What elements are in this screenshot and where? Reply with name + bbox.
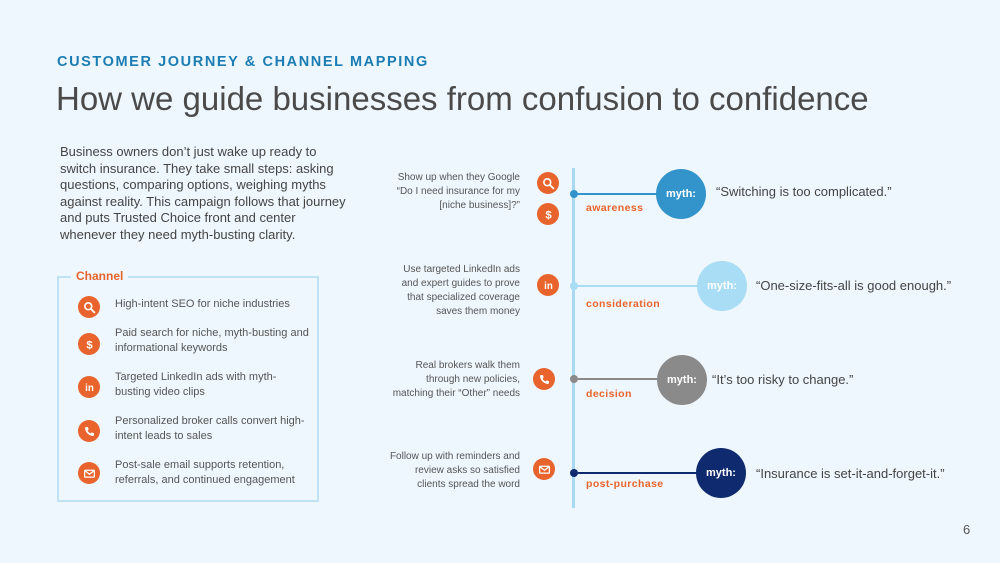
timeline-connector-consideration bbox=[578, 285, 698, 287]
page-number: 6 bbox=[963, 522, 971, 537]
svg-text:in: in bbox=[85, 383, 94, 394]
myth-badge-awareness: myth: bbox=[656, 169, 706, 219]
journey-step-decision: Real brokers walk them through new polic… bbox=[392, 360, 520, 399]
email-icon bbox=[78, 462, 100, 484]
myth-badge-post-purchase: myth: bbox=[696, 448, 746, 498]
channel-item-broker-calls: Personalized broker calls convert high-i… bbox=[115, 415, 305, 442]
dollar-icon: $ bbox=[537, 203, 559, 225]
svg-text:$: $ bbox=[545, 209, 552, 220]
timeline-dot-decision bbox=[570, 375, 578, 383]
timeline-dot-post-purchase bbox=[570, 469, 578, 477]
page-title: How we guide businesses from confusion t… bbox=[56, 80, 869, 117]
dollar-icon: $ bbox=[78, 333, 100, 355]
linkedin-icon: in bbox=[537, 274, 559, 296]
channel-item-linkedin: Targeted LinkedIn ads with myth-busting … bbox=[115, 371, 277, 398]
myth-quote-awareness: “Switching is too complicated.” bbox=[716, 184, 892, 199]
channel-box bbox=[57, 276, 319, 502]
phone-icon bbox=[533, 368, 555, 390]
timeline-dot-awareness bbox=[570, 190, 578, 198]
search-icon bbox=[537, 172, 559, 194]
timeline-connector-post-purchase bbox=[578, 472, 698, 474]
journey-step-post-purchase: Follow up with reminders and review asks… bbox=[389, 451, 520, 490]
channel-item-seo: High-intent SEO for niche industries bbox=[115, 298, 290, 310]
timeline-connector-awareness bbox=[578, 193, 658, 195]
myth-badge-consideration: myth: bbox=[697, 261, 747, 311]
myth-quote-consideration: “One-size-fits-all is good enough.” bbox=[756, 278, 952, 293]
channel-item-email: Post-sale email supports retention, refe… bbox=[115, 459, 295, 486]
journey-step-awareness: Show up when they Google “Do I need insu… bbox=[396, 172, 520, 211]
myth-badge-decision: myth: bbox=[657, 355, 707, 405]
channel-label: Channel bbox=[71, 269, 129, 283]
channel-item-paid-search: Paid search for niche, myth-busting and … bbox=[115, 327, 309, 354]
stage-label-consideration: consideration bbox=[586, 298, 661, 310]
svg-text:$: $ bbox=[86, 339, 93, 350]
email-icon bbox=[533, 458, 555, 480]
journey-timeline-line bbox=[572, 168, 575, 508]
section-kicker: CUSTOMER JOURNEY & CHANNEL MAPPING bbox=[57, 54, 429, 70]
stage-label-decision: decision bbox=[586, 388, 632, 400]
stage-label-awareness: awareness bbox=[586, 202, 644, 214]
timeline-dot-consideration bbox=[570, 282, 578, 290]
linkedin-icon: in bbox=[78, 376, 100, 398]
search-icon bbox=[78, 296, 100, 318]
svg-text:in: in bbox=[544, 281, 553, 292]
myth-quote-decision: “It’s too risky to change.” bbox=[712, 372, 854, 387]
stage-label-post-purchase: post-purchase bbox=[586, 478, 664, 490]
myth-quote-post-purchase: “Insurance is set-it-and-forget-it.” bbox=[756, 466, 945, 481]
timeline-connector-decision bbox=[578, 378, 658, 380]
intro-paragraph: Business owners don’t just wake up ready… bbox=[60, 144, 346, 242]
phone-icon bbox=[78, 420, 100, 442]
journey-step-consideration: Use targeted LinkedIn ads and expert gui… bbox=[401, 264, 520, 317]
